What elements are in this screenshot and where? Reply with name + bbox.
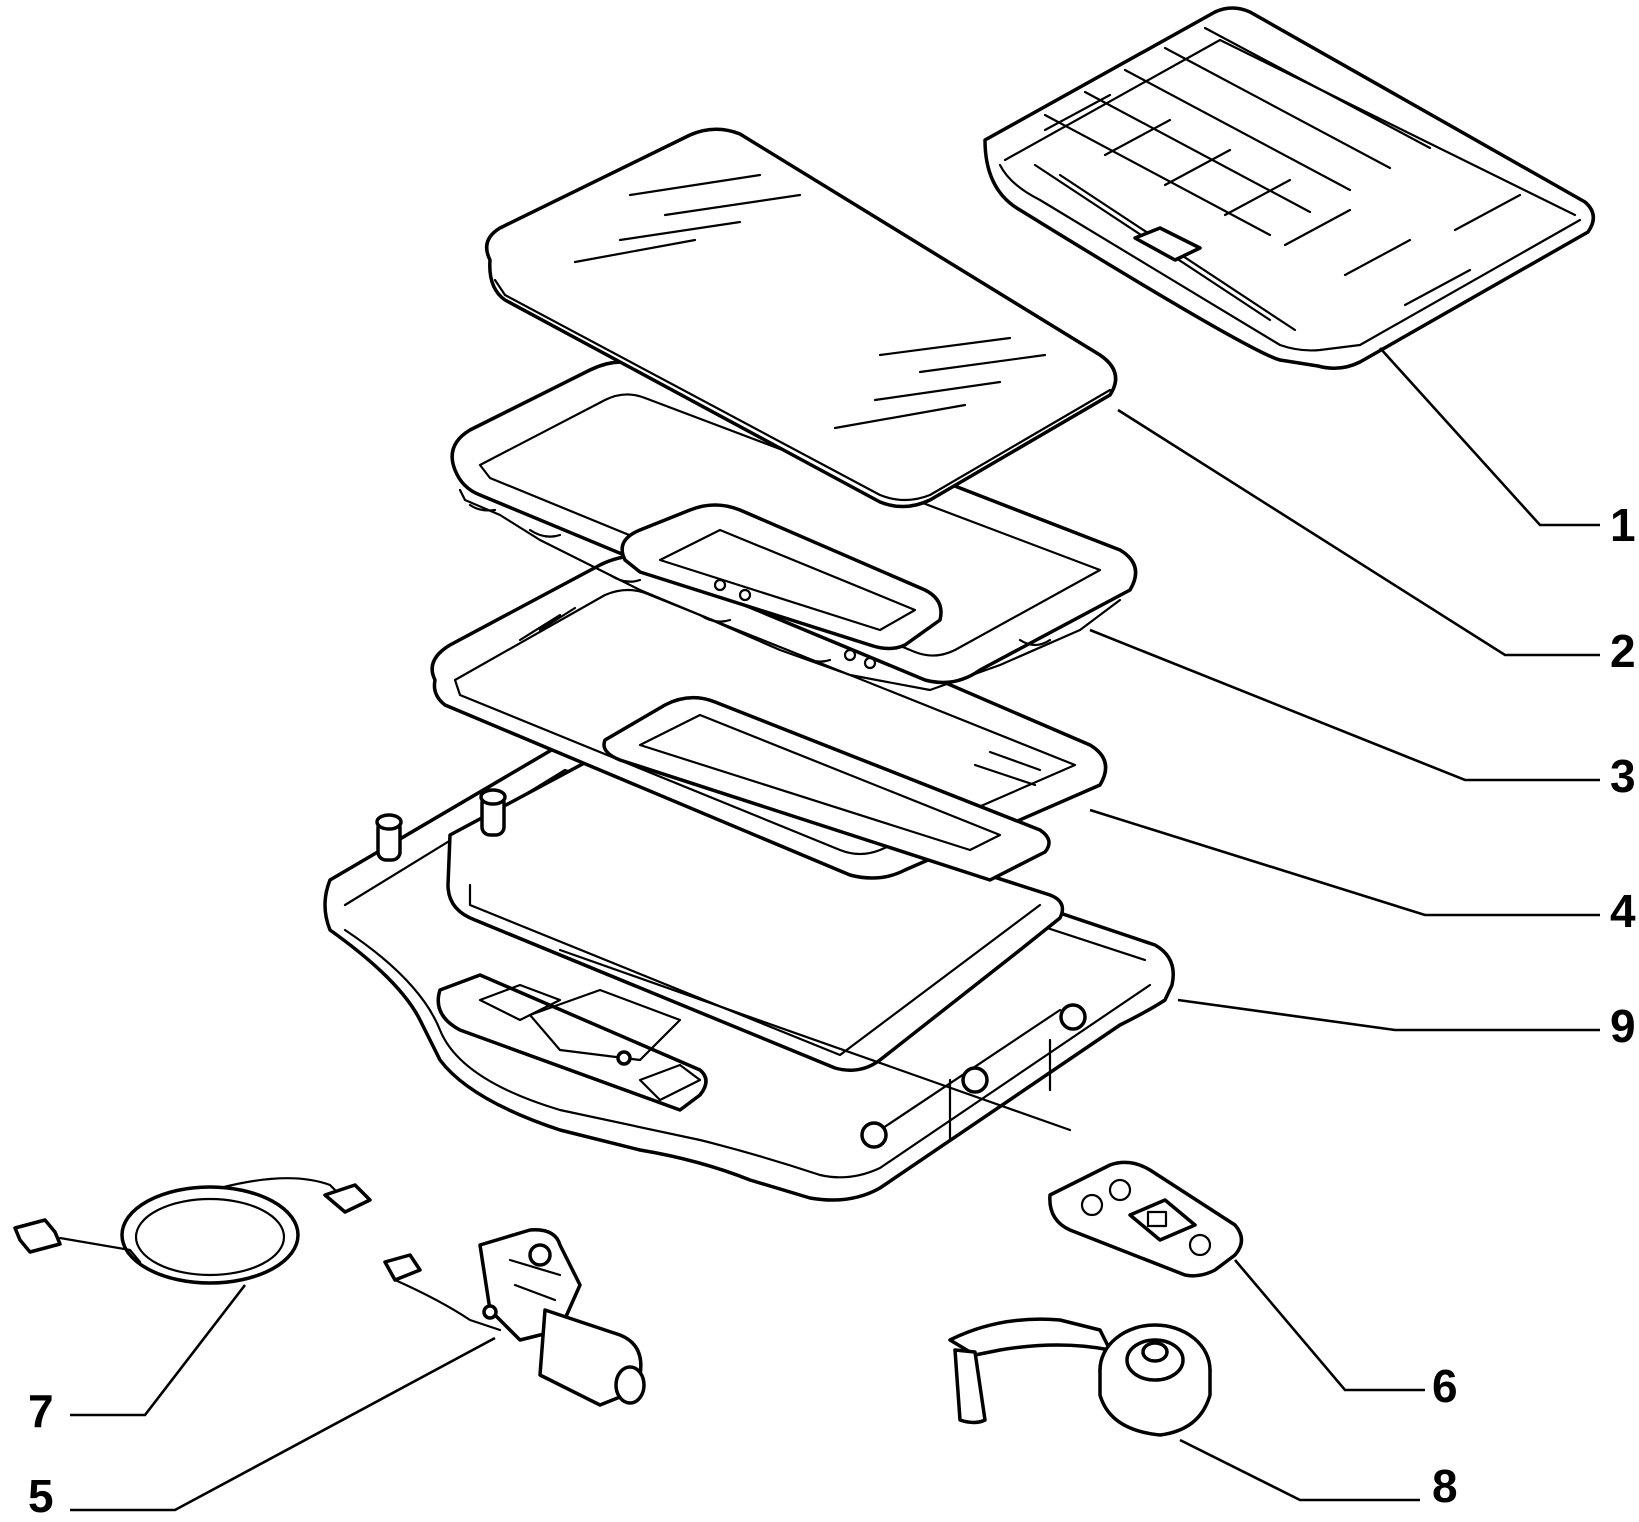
part-2-glass-panel [484,127,1118,509]
callout-label-9: 9 [1610,1000,1636,1052]
callout-label-5: 5 [28,1470,54,1517]
leader-line-5 [70,1336,496,1512]
mounting-post [479,788,507,837]
callout-label-2: 2 [1610,625,1636,677]
part-6-switch-plate [1048,1160,1244,1278]
mounting-post [375,813,403,862]
leader-line-8 [1179,1438,1420,1502]
part-8-crank-handle [948,1317,1212,1437]
leader-line-3 [1089,628,1600,782]
callout-label-7: 7 [28,1385,54,1437]
leader-lines [70,347,1600,1512]
part-4-seal-gasket [430,554,1108,882]
leader-line-2 [1117,408,1600,657]
leader-line-9 [1177,998,1600,1032]
leader-line-1 [1379,347,1600,527]
leader-line-7 [70,1284,247,1417]
part-3-inner-frame [450,360,1138,692]
callout-label-8: 8 [1432,1460,1458,1512]
part-5-motor [383,1228,646,1407]
part-7-cable-loop [13,1177,372,1285]
leader-line-4 [1089,808,1600,917]
callout-label-3: 3 [1610,750,1636,802]
callout-labels: 1 2 3 4 9 6 7 8 5 [28,499,1636,1522]
callout-label-4: 4 [1610,885,1636,937]
part-1-sunshade-grille [983,6,1595,370]
callout-label-1: 1 [1610,499,1636,551]
callout-label-6: 6 [1432,1360,1458,1412]
leader-line-6 [1234,1259,1425,1392]
part-9-base-frame [323,743,1175,1202]
